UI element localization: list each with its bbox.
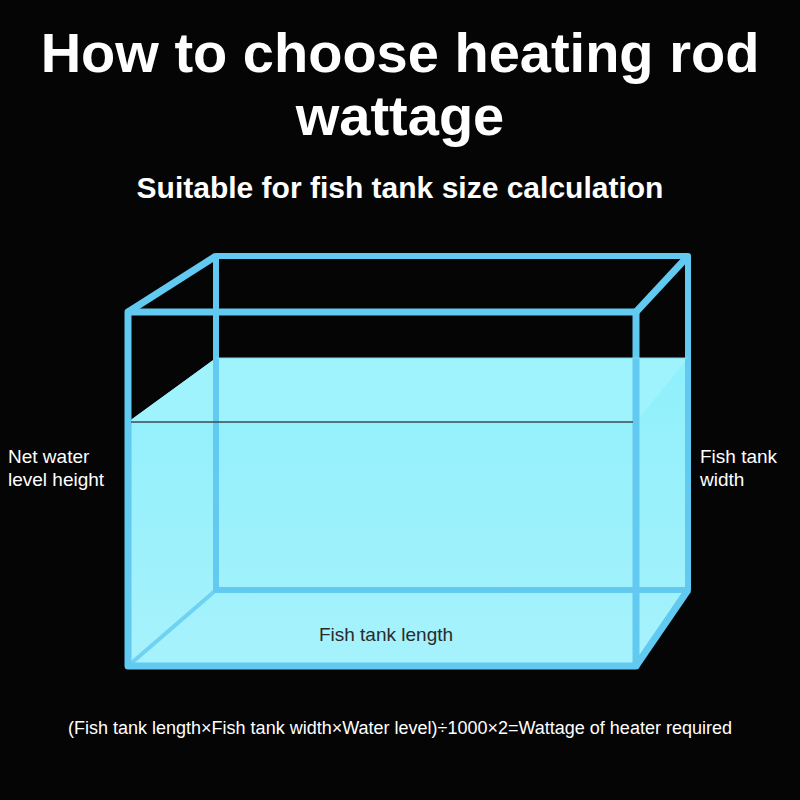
water-surface [128,358,688,422]
title: How to choose heating rod wattage [40,22,760,147]
formula: (Fish tank length×Fish tank width×Water … [68,718,732,739]
tank-back-edges [128,256,688,666]
tank-frame [128,256,688,666]
water-line-back [216,358,688,359]
water-volume [128,358,688,666]
dimension-label: Fish tank width [700,446,794,492]
dimension-label: Fish tank length [240,624,532,647]
water-line [131,421,633,423]
subtitle: Suitable for fish tank size calculation [0,170,800,206]
dimension-label: Net water level height [8,446,120,492]
